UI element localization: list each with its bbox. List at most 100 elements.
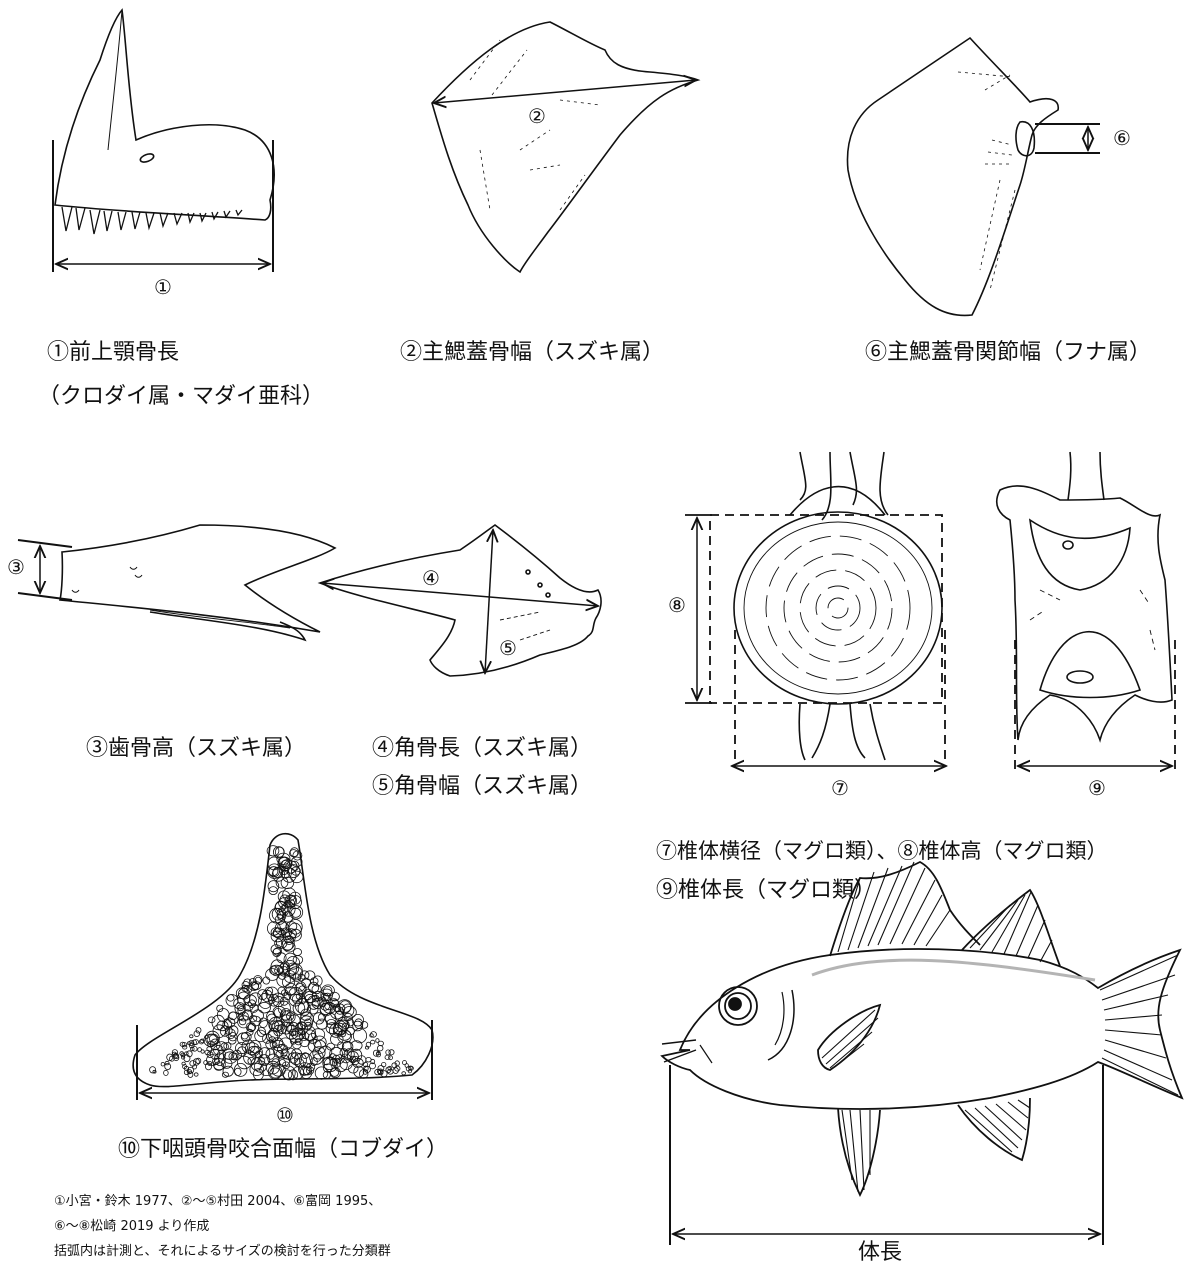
pore-mark: [352, 1057, 364, 1069]
pore-mark: [204, 1030, 220, 1046]
pore-mark: [198, 1039, 204, 1045]
pore-mark: [341, 1003, 355, 1018]
pore-mark: [269, 1067, 282, 1079]
pore-mark: [339, 1057, 353, 1070]
pore-mark: [314, 1040, 327, 1054]
pore-mark: [232, 1049, 242, 1061]
pore-mark: [289, 860, 300, 871]
pore-mark: [216, 1041, 228, 1052]
pore-mark: [256, 1027, 266, 1037]
pore-mark: [280, 1049, 290, 1060]
pore-mark: [326, 1018, 337, 1029]
pore-mark: [311, 1028, 326, 1041]
marker-10: ⑩: [276, 1103, 294, 1127]
pore-mark: [271, 1058, 281, 1068]
pore-mark: [391, 1062, 398, 1069]
pore-mark: [370, 1039, 376, 1045]
pore-mark: [304, 970, 316, 981]
pore-mark: [228, 1032, 238, 1042]
pore-mark: [226, 994, 235, 1002]
pore-mark: [251, 1009, 264, 1022]
caption-premaxilla-length: ①前上顎骨長: [47, 340, 180, 365]
marker-5: ⑤: [499, 636, 517, 660]
pore-mark: [290, 907, 302, 918]
pore-mark: [292, 850, 303, 861]
pore-mark: [292, 973, 302, 982]
pore-mark: [298, 985, 307, 995]
pore-mark: [249, 1003, 259, 1013]
pore-mark: [169, 1055, 175, 1062]
marker-8: ⑧: [668, 593, 686, 617]
pore-mark: [264, 986, 274, 996]
pore-mark: [339, 1048, 349, 1058]
pore-mark: [304, 1018, 312, 1026]
pore-mark: [248, 1039, 262, 1054]
source-note-2: ⑥～⑧松崎 2019 より作成: [54, 1219, 210, 1234]
pore-mark: [300, 1008, 312, 1021]
pore-mark: [321, 984, 335, 997]
pore-mark: [325, 1022, 339, 1035]
pore-mark: [163, 1069, 169, 1076]
pore-mark: [307, 1033, 318, 1044]
pore-mark: [284, 983, 298, 996]
pore-mark: [164, 1063, 172, 1071]
caption-pharyngeal-width: ⑩下咽頭骨咬合面幅（コブダイ）: [118, 1137, 449, 1162]
pore-mark: [369, 1033, 374, 1038]
pore-mark: [278, 1059, 287, 1067]
pore-mark: [295, 1022, 303, 1032]
pore-mark: [254, 1029, 267, 1043]
pore-mark: [282, 931, 296, 943]
pore-mark: [345, 1026, 355, 1036]
pore-mark: [319, 1002, 331, 1016]
pore-mark: [269, 965, 279, 975]
pore-mark: [247, 1022, 257, 1032]
caption-opercle-width: ②主鰓蓋骨幅（スズキ属）: [400, 340, 665, 365]
pore-mark: [352, 1028, 367, 1044]
pore-mark: [193, 1072, 199, 1077]
pore-mark: [329, 1067, 341, 1079]
pore-mark: [222, 1065, 234, 1077]
pore-mark: [207, 1016, 216, 1024]
pore-mark: [267, 1064, 283, 1080]
pore-mark: [241, 981, 250, 989]
pore-mark: [271, 907, 284, 921]
pore-mark: [375, 1038, 380, 1043]
pore-mark: [237, 1014, 244, 1021]
pore-mark: [244, 1042, 260, 1056]
pore-mark: [238, 1018, 247, 1026]
pore-mark: [342, 1006, 357, 1019]
pore-mark: [277, 890, 291, 903]
pore-mark: [353, 1018, 364, 1029]
pore-mark: [233, 1063, 248, 1077]
pore-mark: [311, 990, 324, 1002]
pore-mark: [362, 1069, 368, 1075]
pore-mark: [160, 1061, 165, 1067]
pore-mark: [192, 1058, 200, 1066]
pore-mark: [271, 1019, 286, 1033]
opercle-joint-drawing: [846, 36, 1059, 317]
pore-mark: [259, 1047, 271, 1059]
pore-mark: [363, 1061, 369, 1068]
pore-mark: [186, 1050, 193, 1058]
pore-mark: [279, 1010, 291, 1021]
pore-mark: [297, 1062, 312, 1076]
pharyngeal-drawing: [132, 832, 434, 1088]
pore-mark: [181, 1055, 186, 1060]
marker-7: ⑦: [831, 776, 849, 800]
pore-mark: [276, 952, 287, 964]
pore-mark: [195, 1027, 202, 1034]
pore-mark: [189, 1060, 197, 1067]
pore-mark: [303, 990, 318, 1003]
pore-mark: [195, 1057, 202, 1065]
pore-mark: [337, 1041, 345, 1050]
pore-mark: [280, 1021, 293, 1035]
pore-mark: [387, 1068, 394, 1075]
pore-mark: [365, 1041, 371, 1048]
caption-angular-width: ⑤角骨幅（スズキ属）: [372, 774, 593, 799]
pore-mark: [192, 1039, 199, 1045]
pore-mark: [278, 865, 290, 875]
pore-mark: [277, 856, 292, 872]
pore-mark: [281, 976, 295, 989]
pore-mark: [370, 1031, 377, 1038]
pore-mark: [227, 1035, 237, 1045]
